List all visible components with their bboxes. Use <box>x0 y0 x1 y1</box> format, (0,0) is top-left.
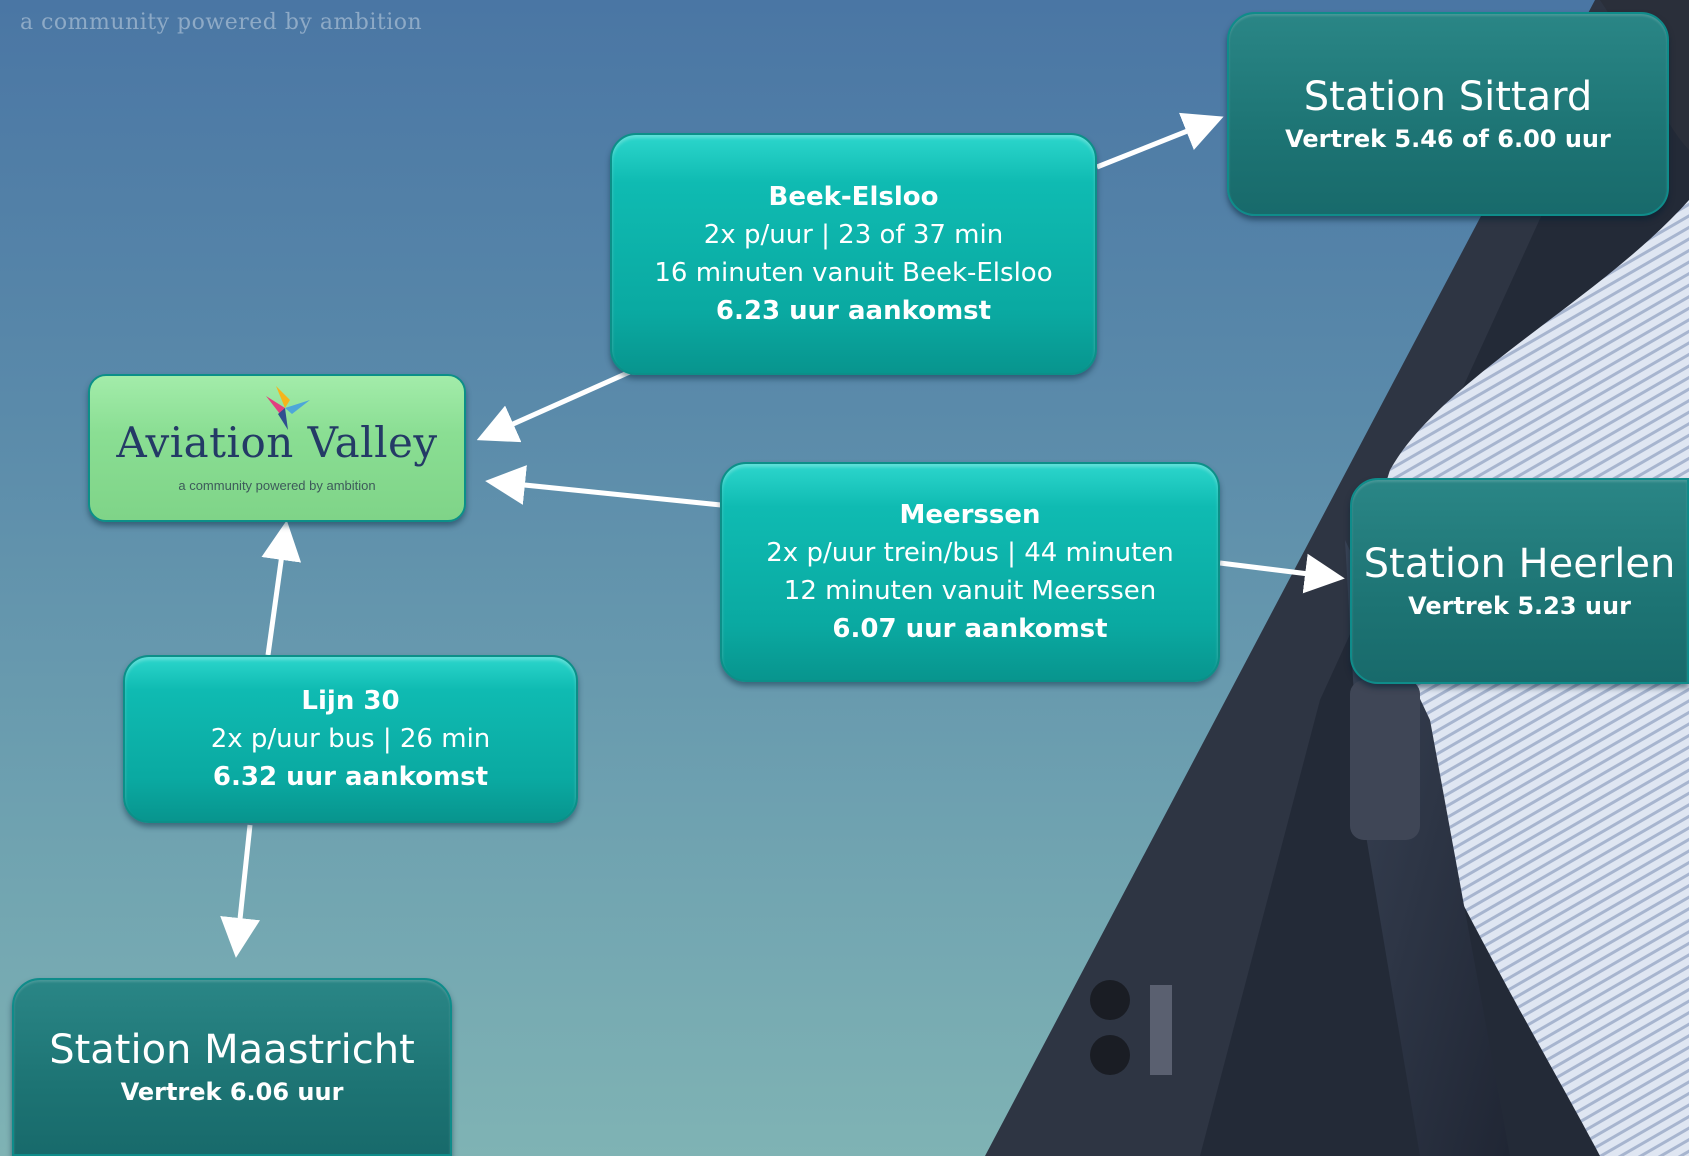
route-box-beek-elsloo: Beek-Elsloo 2x p/uur | 23 of 37 min 16 m… <box>610 133 1097 375</box>
logo-tagline: a community powered by ambition <box>178 478 376 493</box>
route-frequency: 2x p/uur trein/bus | 44 minuten <box>766 538 1174 568</box>
arrow-lijn30-to-maastricht <box>220 824 261 958</box>
route-frequency: 2x p/uur | 23 of 37 min <box>703 220 1004 250</box>
route-frequency: 2x p/uur bus | 26 min <box>210 724 491 754</box>
arrow-beek-to-aviation <box>476 368 634 443</box>
route-travel-time: 12 minuten vanuit Meerssen <box>783 576 1157 606</box>
station-departure: Vertrek 6.06 uur <box>120 1078 344 1106</box>
arrow-to-sittard <box>1096 112 1224 170</box>
route-title: Beek-Elsloo <box>768 182 939 212</box>
station-departure: Vertrek 5.23 uur <box>1408 592 1631 620</box>
logo-wordmark: Aviation Valley <box>116 418 438 467</box>
station-box-maastricht: Station Maastricht Vertrek 6.06 uur <box>12 978 452 1156</box>
route-box-meerssen: Meerssen 2x p/uur trein/bus | 44 minuten… <box>720 462 1220 682</box>
station-departure: Vertrek 5.46 of 6.00 uur <box>1285 125 1611 153</box>
arrow-meerssen-to-heerlen <box>1219 553 1345 594</box>
station-name: Station Maastricht <box>49 1027 415 1073</box>
route-arrival: 6.32 uur aankomst <box>212 762 489 792</box>
route-arrival: 6.07 uur aankomst <box>832 614 1108 644</box>
aviation-valley-logo-box: Aviation Valley a community powered by a… <box>88 374 466 522</box>
route-travel-time: 16 minuten vanuit Beek-Elsloo <box>654 258 1053 288</box>
route-title: Lijn 30 <box>301 686 400 716</box>
arrow-lijn30-to-aviation <box>261 520 302 656</box>
route-arrival: 6.23 uur aankomst <box>715 296 992 326</box>
pinwheel-icon <box>266 386 310 430</box>
station-name: Station Sittard <box>1303 74 1593 120</box>
header-tagline: a community powered by ambition <box>20 10 423 35</box>
route-box-lijn30: Lijn 30 2x p/uur bus | 26 min 6.32 uur a… <box>123 655 578 823</box>
station-box-heerlen: Station Heerlen Vertrek 5.23 uur <box>1350 478 1689 684</box>
route-title: Meerssen <box>899 500 1041 530</box>
arrow-meerssen-to-aviation <box>485 465 722 508</box>
station-box-sittard: Station Sittard Vertrek 5.46 of 6.00 uur <box>1227 12 1669 216</box>
station-name: Station Heerlen <box>1363 541 1676 587</box>
